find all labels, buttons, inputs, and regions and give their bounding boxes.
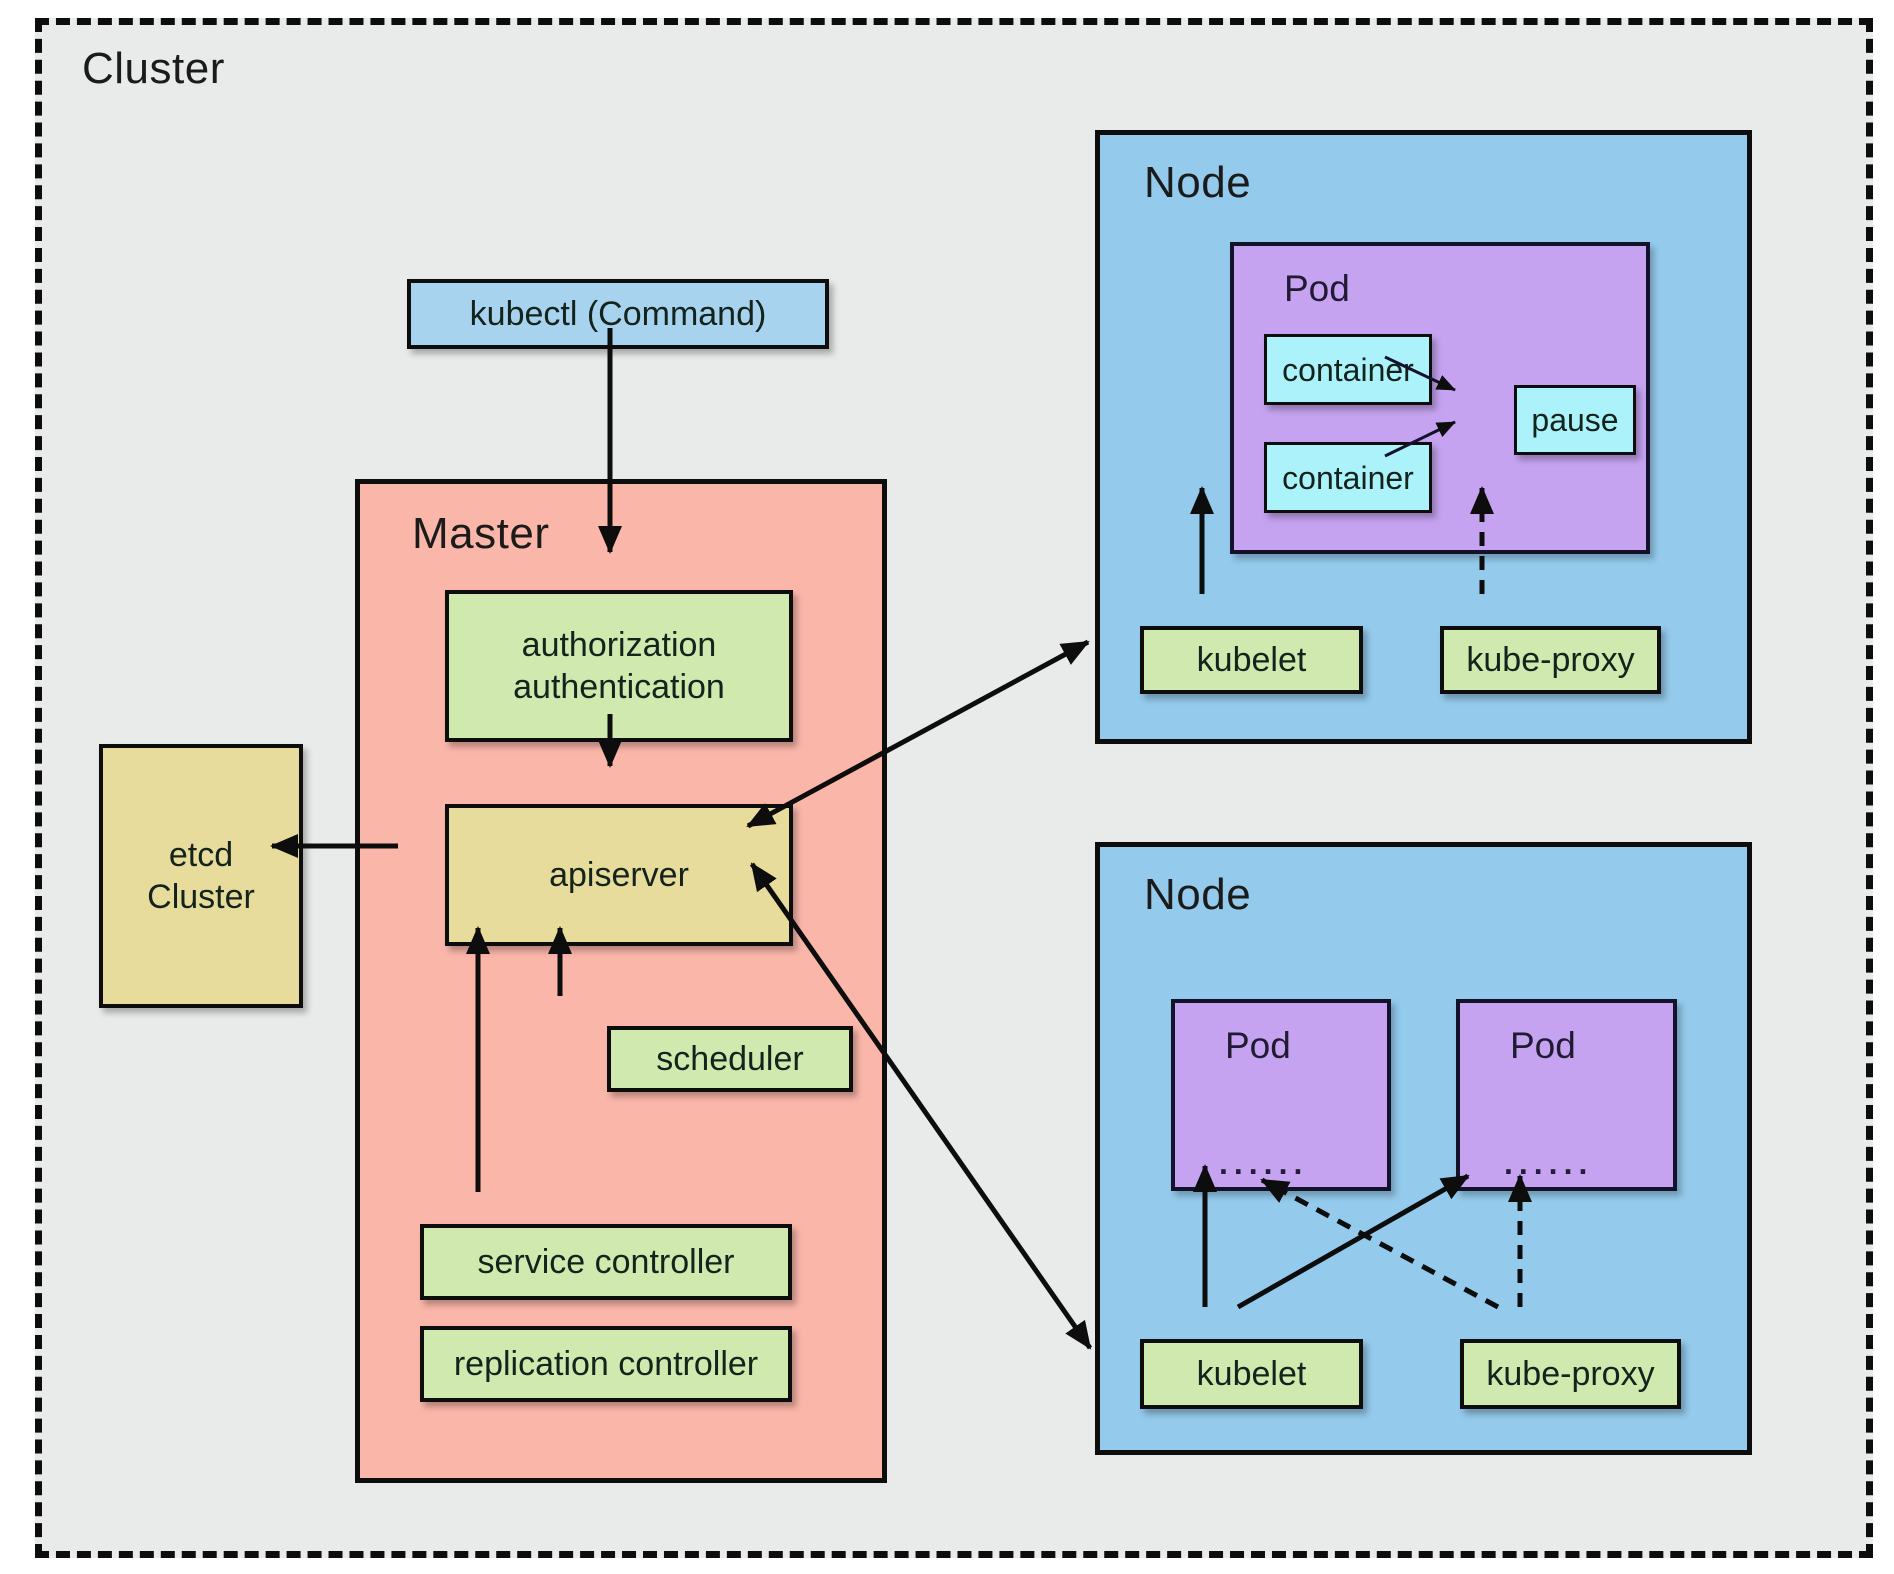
scheduler-label: scheduler [656,1039,804,1078]
cluster-boundary: Cluster kubectl (Command) etcd Cluster M… [35,18,1873,1558]
pod-box: Pod container container pause [1230,242,1650,554]
container-box: container [1264,442,1432,513]
replication-controller-label: replication controller [453,1344,759,1383]
pod-box: Pod ...... [1171,999,1391,1191]
pause-label: pause [1531,402,1619,438]
container-label: container [1282,351,1414,388]
apiserver-label: apiserver [549,855,689,894]
kubectl-box: kubectl (Command) [407,279,829,349]
pod-label: Pod [1284,268,1350,309]
kubelet-box: kubelet [1140,626,1363,694]
container-label: container [1282,459,1414,496]
kubelet-box: kubelet [1140,1339,1363,1409]
kube-proxy-label: kube-proxy [1486,1354,1655,1393]
service-controller-label: service controller [477,1242,735,1281]
node-top-label: Node [1144,158,1252,207]
pod-ellipsis: ...... [1504,1145,1594,1181]
auth-label-line2: authentication [513,668,725,706]
pod-box: Pod ...... [1456,999,1677,1191]
pod-label: Pod [1510,1025,1576,1066]
kube-proxy-box: kube-proxy [1460,1339,1681,1409]
etcd-label-line1: etcd [168,835,234,874]
service-controller-box: service controller [420,1224,792,1300]
kube-proxy-box: kube-proxy [1440,626,1661,694]
pause-box: pause [1514,385,1636,455]
pod-ellipsis: ...... [1219,1145,1309,1181]
master-label: Master [412,509,550,558]
authorization-authentication-box: authorization authentication [445,590,793,742]
etcd-cluster-box: etcd Cluster [99,744,303,1008]
replication-controller-box: replication controller [420,1326,792,1402]
kube-proxy-label: kube-proxy [1466,640,1635,679]
cluster-label: Cluster [82,44,225,93]
master-box: Master authorization authentication apis… [355,479,887,1483]
node-top-box: Node Pod container container pause kubel… [1095,130,1752,744]
kubelet-label: kubelet [1196,640,1307,679]
auth-label-line1: authorization [521,625,717,664]
container-box: container [1264,334,1432,405]
apiserver-box: apiserver [445,804,793,946]
pod-label: Pod [1225,1025,1291,1066]
scheduler-box: scheduler [607,1026,853,1092]
node-bottom-label: Node [1144,870,1252,919]
kubectl-label: kubectl (Command) [469,294,767,333]
kubelet-label: kubelet [1196,1354,1307,1393]
node-bottom-box: Node Pod ...... Pod ...... kubelet kube-… [1095,842,1752,1455]
etcd-label-line2: Cluster [147,878,255,916]
